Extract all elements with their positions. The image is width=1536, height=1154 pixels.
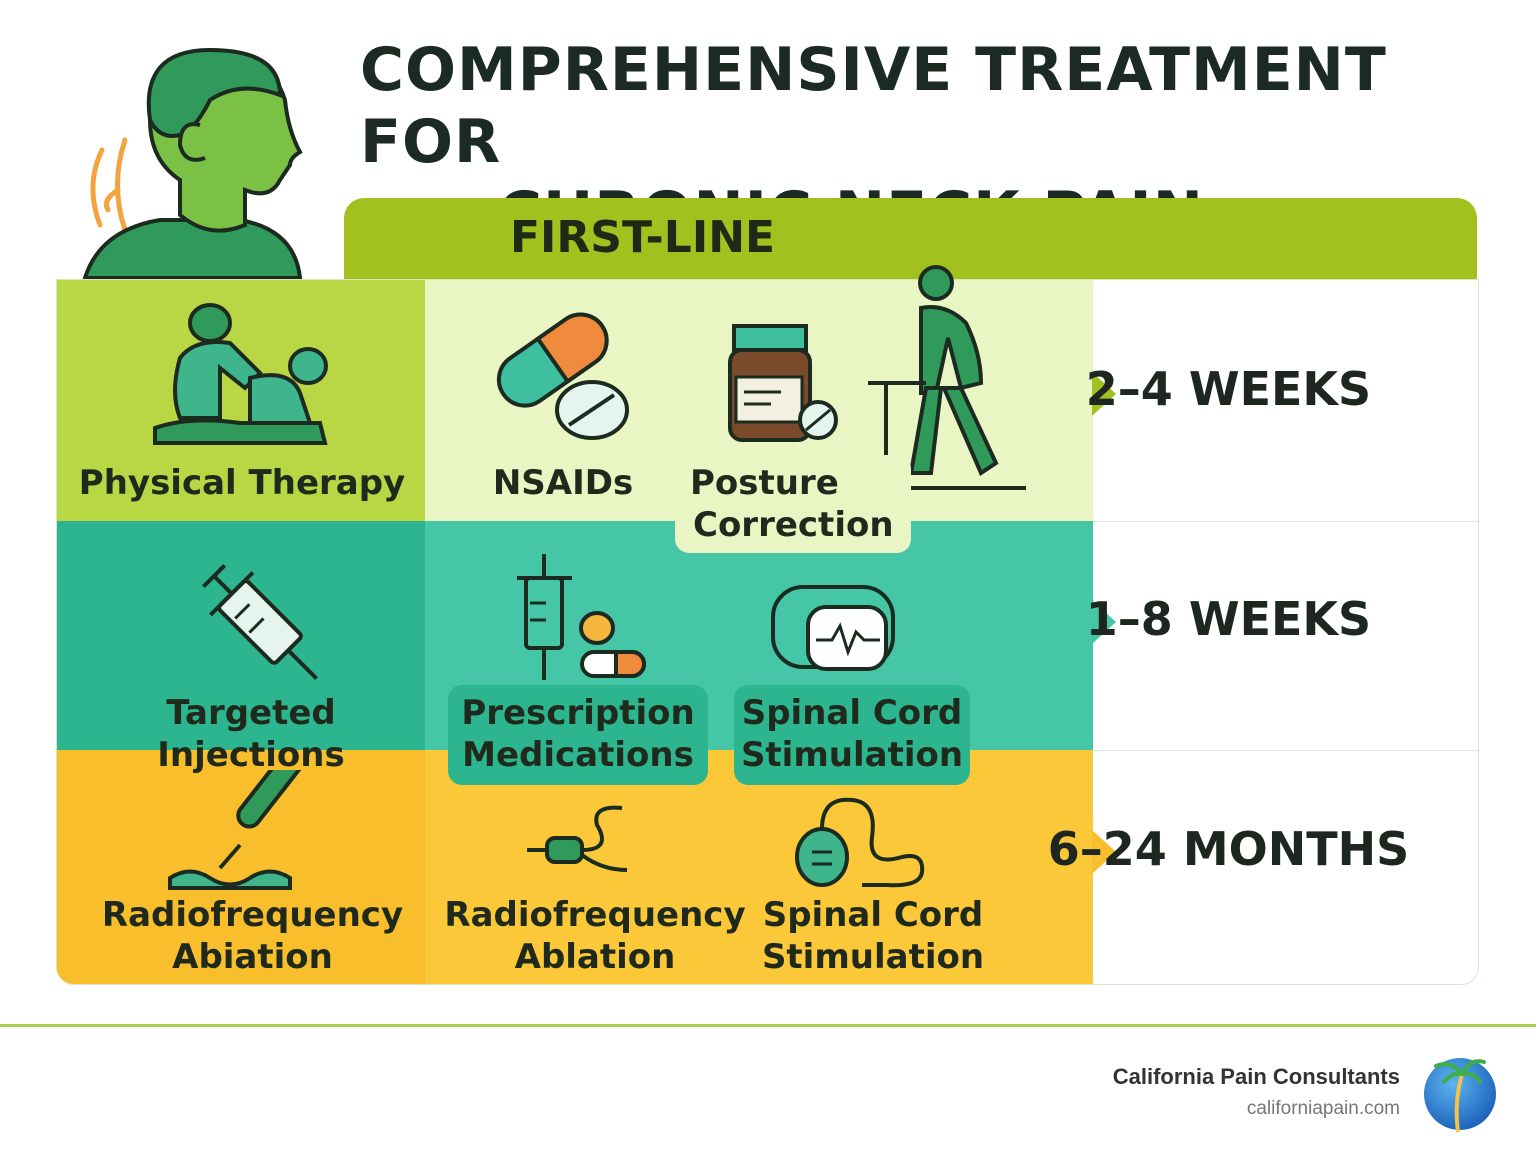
first-line-header-bar: [344, 198, 1477, 280]
label-stimulation: Stimulation: [740, 735, 964, 775]
label-radiofrequency-1: Radiofrequency: [101, 895, 404, 935]
label-posture: Posture: [690, 463, 839, 503]
label-medications: Medications: [462, 735, 694, 775]
label-correction: Correction: [693, 505, 894, 545]
electrode-icon: [527, 805, 628, 872]
medicine-bottle-icon: [728, 324, 838, 442]
person-head-icon: [82, 47, 303, 280]
physical-therapy-icon: [153, 303, 328, 445]
label-ablation: Ablation: [514, 937, 676, 977]
first-line-label: FIRST-LINE: [510, 212, 776, 263]
heart-monitor-icon: [771, 585, 895, 671]
label-nsaids: NSAIDs: [492, 463, 634, 503]
palm-tree-logo-icon: [1424, 1058, 1496, 1133]
duration-row-2: 1–8 WEEKS: [1085, 592, 1372, 646]
spinal-cord-pill: [734, 685, 970, 785]
title-line-1: COMPREHENSIVE TREATMENT FOR: [360, 35, 1387, 177]
duration-row-3: 6–24 MONTHS: [1047, 822, 1410, 876]
arrow-row-3: [1092, 830, 1116, 874]
footer-brand: California Pain Consultants californiapa…: [1113, 1064, 1400, 1120]
syringe-pills-icon: [517, 554, 646, 680]
row-divider: [1093, 750, 1478, 751]
pill-capsule-icon: [496, 312, 629, 440]
brand-url[interactable]: californiapain.com: [1246, 1098, 1400, 1119]
rf-probe-icon: [168, 770, 305, 890]
prescription-pill: [448, 685, 708, 785]
label-physical-therapy: Physical Therapy: [78, 463, 406, 503]
walking-person-icon: [868, 265, 1026, 490]
brand-name: California Pain Consultants: [1112, 1064, 1400, 1089]
posture-correction-pill: [675, 455, 911, 553]
row-divider: [1093, 521, 1478, 522]
label-stimulation-2: Stimulation: [761, 937, 985, 977]
stimulator-device-icon: [795, 797, 925, 888]
arrow-row-2: [1092, 600, 1116, 644]
footer-divider: [0, 1024, 1536, 1027]
label-radiofrequency-2: Radiofrequency: [444, 895, 746, 935]
label-prescription: Prescription: [461, 693, 695, 733]
label-spinal-cord: Spinal Cord: [741, 693, 963, 733]
label-spinal-cord-2: Spinal Cord: [762, 895, 984, 935]
label-abiation: Abiation: [172, 937, 333, 977]
row-third-line: [57, 750, 1093, 984]
duration-row-1: 2–4 WEEKS: [1085, 362, 1372, 416]
label-targeted-injections: Targeted Injections: [157, 693, 345, 775]
syringe-icon: [202, 564, 318, 680]
arrow-row-1: [1092, 372, 1116, 416]
duration-column: [1093, 280, 1478, 984]
